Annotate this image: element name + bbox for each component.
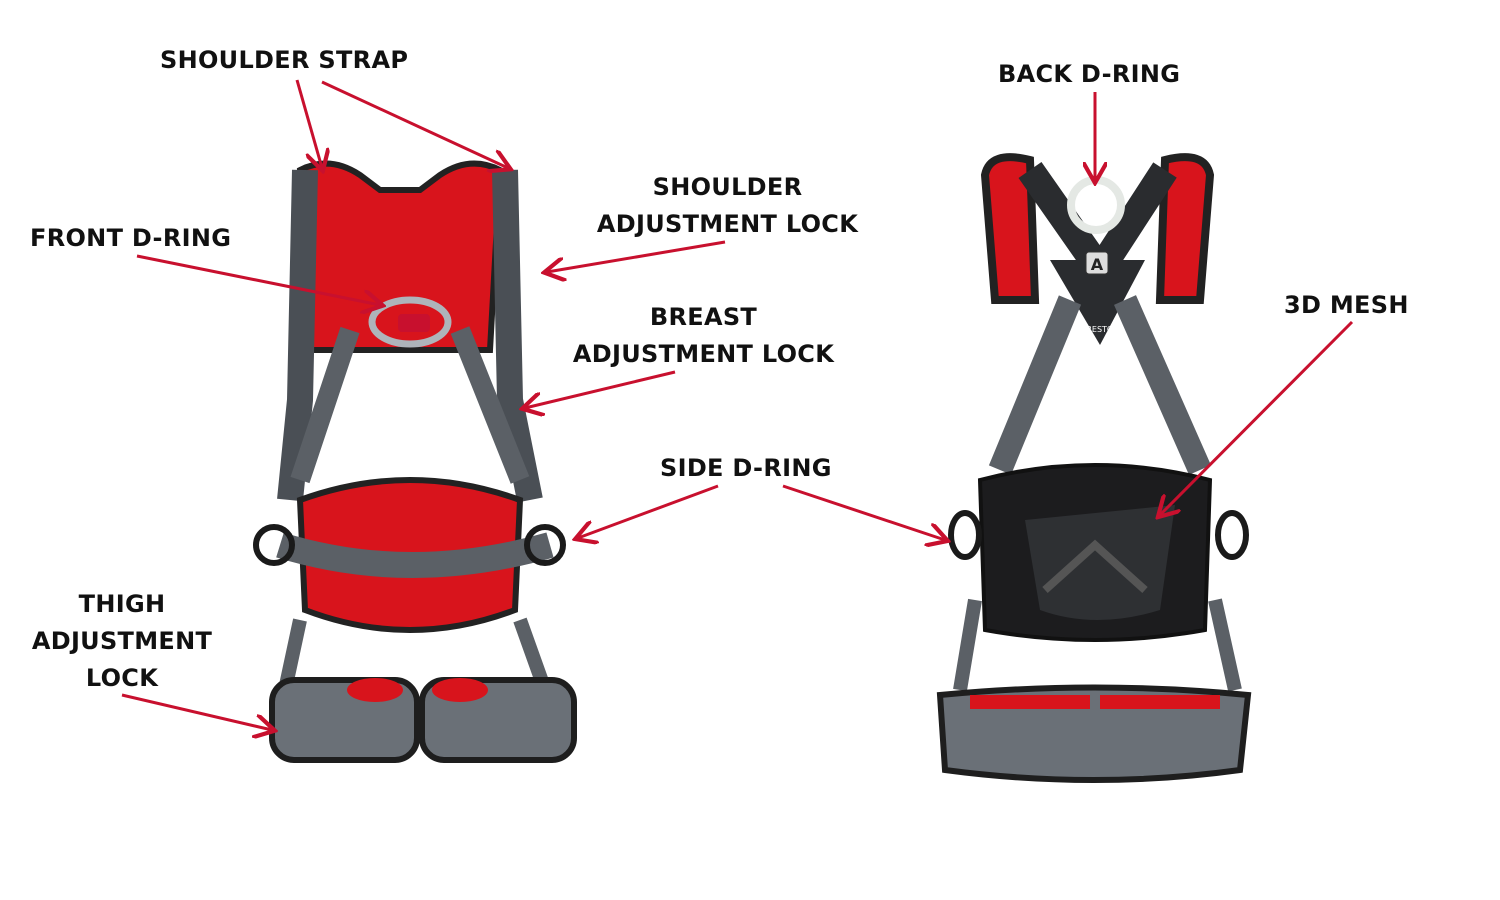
cresto-logo: CRESTO bbox=[1081, 325, 1113, 334]
arrow-side-d-ring-back bbox=[782, 484, 945, 540]
front-d-ring bbox=[368, 296, 452, 348]
callout-arrows bbox=[121, 79, 1354, 730]
label-thigh-adjustment-lock: THIGH ADJUSTMENT LOCK bbox=[31, 590, 213, 692]
side-d-ring-left bbox=[253, 524, 295, 566]
back-shoulder-pad-right bbox=[1155, 153, 1215, 304]
arrow-front-d-ring bbox=[136, 254, 380, 305]
back-harness: CRESTO A bbox=[936, 153, 1252, 783]
arrow-thigh-adjustment-lock bbox=[121, 693, 272, 730]
label-shoulder-adjustment-lock: SHOULDER ADJUSTMENT LOCK bbox=[596, 173, 859, 238]
back-plate bbox=[1050, 260, 1145, 345]
back-shoulder-pad-left bbox=[980, 153, 1040, 304]
svg-text:A: A bbox=[1091, 255, 1104, 274]
label-back-d-ring: BACK D-RING bbox=[998, 60, 1181, 88]
arrow-breast-adjustment-lock bbox=[525, 370, 676, 408]
arrow-shoulder-strap-right bbox=[321, 80, 508, 168]
label-3d-mesh: 3D MESH bbox=[1284, 291, 1409, 319]
label-front-d-ring: FRONT D-RING bbox=[30, 224, 232, 252]
arrow-side-d-ring-front bbox=[578, 484, 719, 538]
arrow-shoulder-adjustment-lock bbox=[547, 240, 726, 272]
front-harness bbox=[253, 160, 577, 763]
back-badge bbox=[1085, 251, 1109, 275]
label-breast-adjustment-lock: BREAST ADJUSTMENT LOCK bbox=[572, 303, 835, 368]
back-thigh-strap bbox=[936, 684, 1252, 783]
label-side-d-ring: SIDE D-RING bbox=[660, 454, 832, 482]
arrow-shoulder-strap-left bbox=[295, 79, 322, 168]
label-shoulder-strap: SHOULDER STRAP bbox=[160, 46, 409, 74]
arrow-3d-mesh bbox=[1160, 320, 1354, 515]
side-d-ring-right bbox=[524, 524, 566, 566]
back-d-ring bbox=[1067, 176, 1125, 234]
